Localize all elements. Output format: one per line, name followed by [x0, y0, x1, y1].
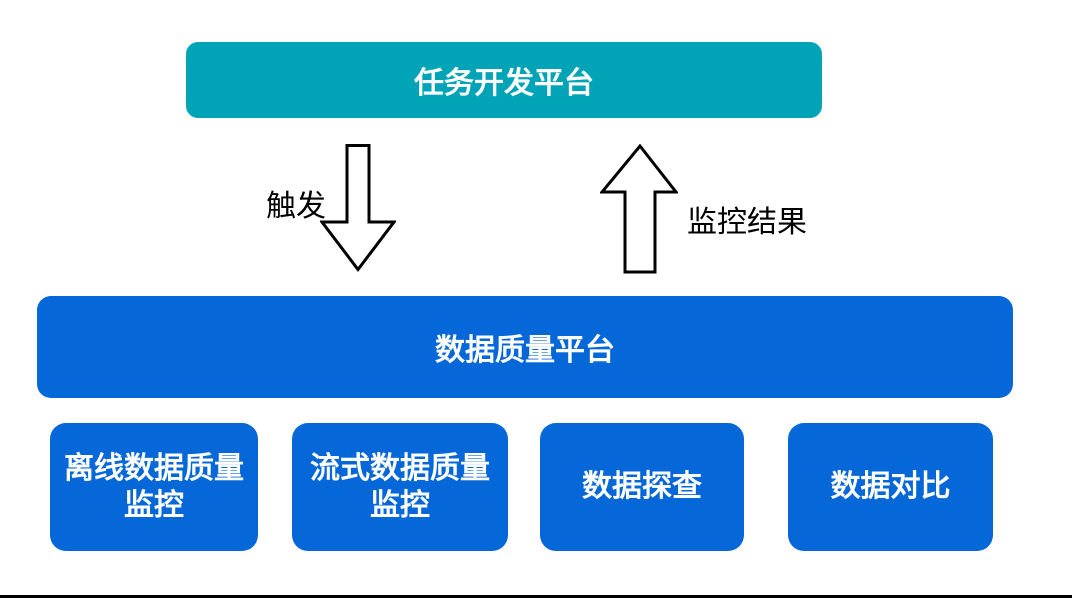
bottom-border-line [0, 595, 1072, 598]
node-task-dev-platform: 任务开发平台 [186, 42, 822, 118]
node-data-exploration: 数据探查 [540, 423, 744, 551]
arrow-down-icon [320, 144, 396, 272]
arrow-up-label: 监控结果 [687, 206, 807, 239]
node-data-comparison: 数据对比 [788, 423, 993, 551]
node-data-quality-platform: 数据质量平台 [37, 296, 1013, 398]
node-offline-data-quality-monitoring: 离线数据质量监控 [50, 423, 258, 551]
node-streaming-data-quality-monitoring: 流式数据质量监控 [292, 423, 508, 551]
arrow-down-label: 触发 [266, 190, 326, 223]
arrow-up-icon [600, 144, 678, 274]
